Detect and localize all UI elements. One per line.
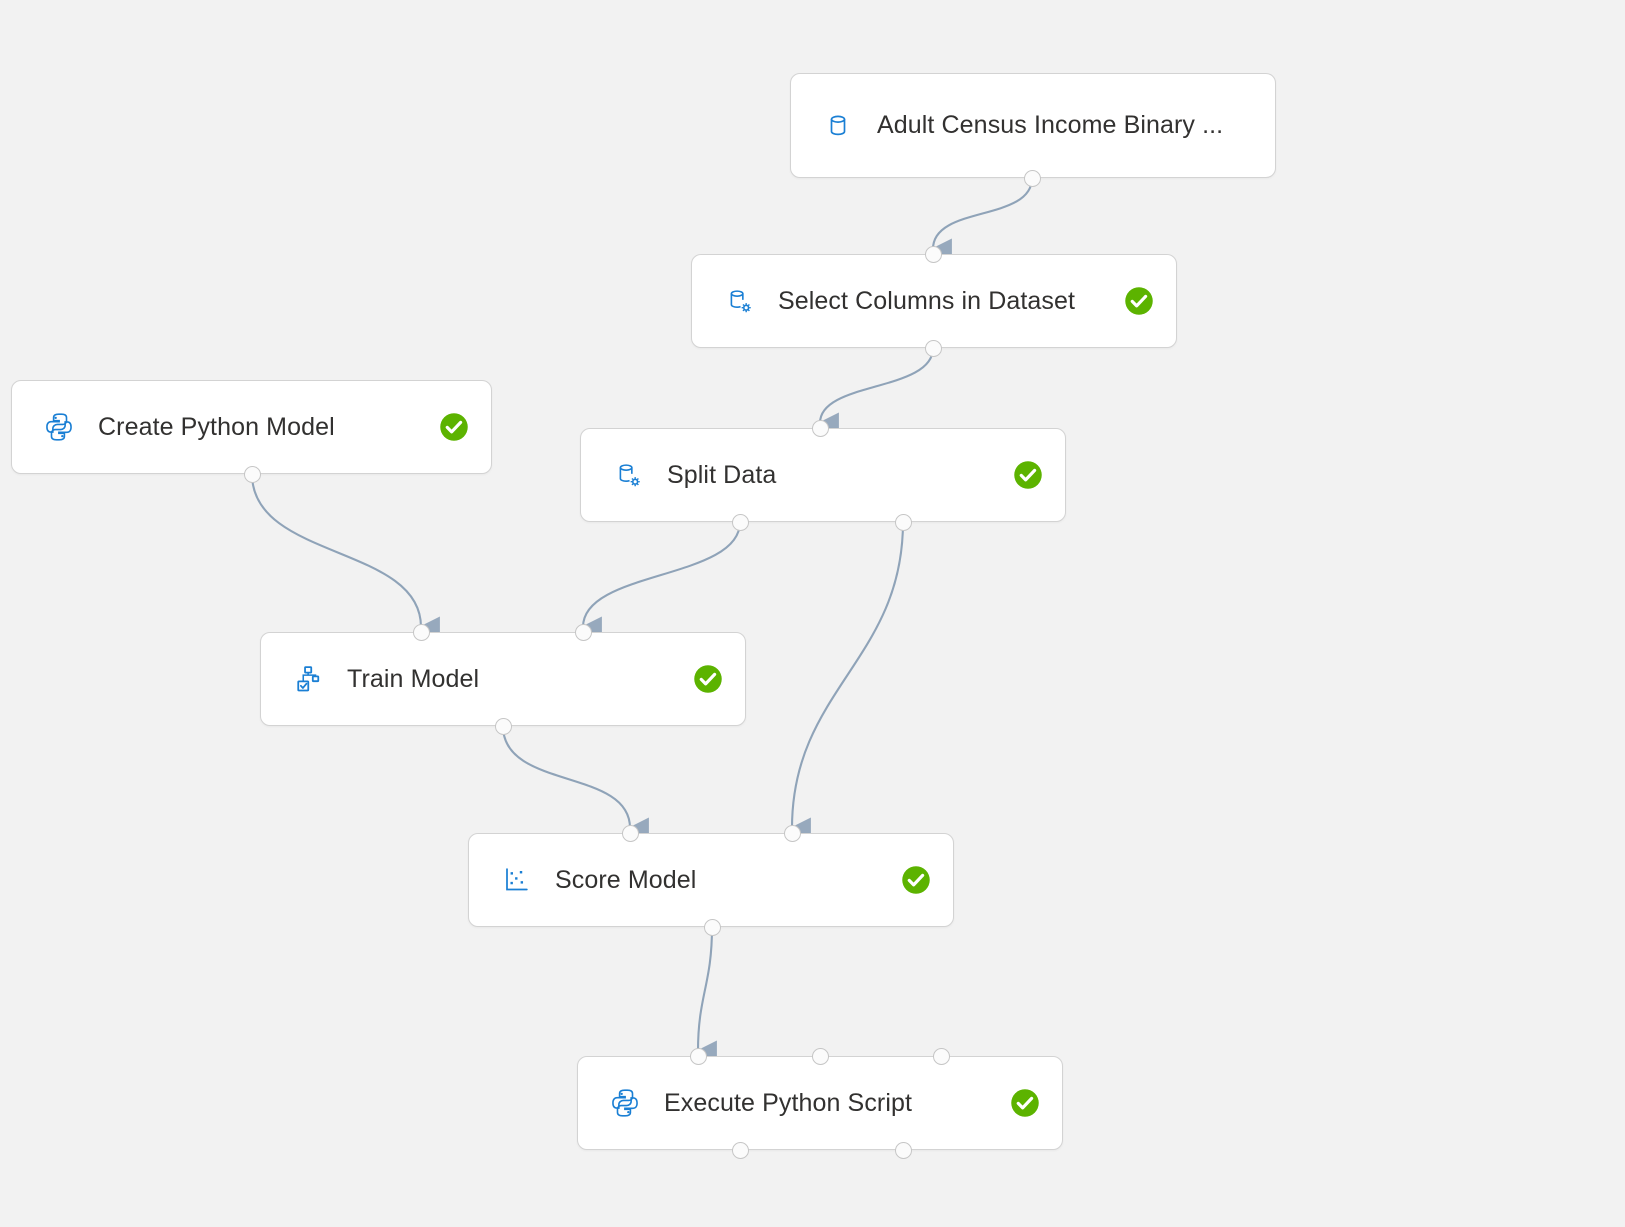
scatter-plot-icon (499, 863, 533, 897)
node-execute-python-script[interactable]: Execute Python Script (577, 1056, 1063, 1150)
node-split-data[interactable]: Split Data (580, 428, 1066, 522)
output-port-train-model-0[interactable] (494, 717, 512, 735)
node-title: Execute Python Script (664, 1088, 913, 1117)
edge-score-model-to-execute-python-script[interactable] (695, 926, 717, 1062)
node-adult-census-income-binary[interactable]: Adult Census Income Binary ... (790, 73, 1276, 178)
edge-split-data-to-train-model[interactable] (580, 521, 742, 638)
output-port-create-python-model-0[interactable] (243, 465, 261, 483)
python-icon (42, 410, 76, 444)
status-badge-completed (1013, 460, 1043, 490)
status-badge-completed (1124, 286, 1154, 316)
node-create-python-model[interactable]: Create Python Model (11, 380, 492, 474)
edge-split-data-to-score-model[interactable] (789, 521, 905, 839)
edge-adult-census-income-binary-to-select-columns-in-dataset[interactable] (930, 177, 1034, 260)
node-train-model[interactable]: Train Model (260, 632, 746, 726)
train-model-icon (291, 662, 325, 696)
python-icon (608, 1086, 642, 1120)
input-port-execute-python-script-0[interactable] (689, 1047, 707, 1065)
input-port-score-model-0[interactable] (621, 824, 639, 842)
output-port-split-data-0[interactable] (731, 513, 749, 531)
node-title: Create Python Model (98, 412, 335, 441)
node-title: Split Data (667, 460, 777, 489)
node-title: Adult Census Income Binary ... (877, 111, 1224, 139)
output-port-select-columns-in-dataset-0[interactable] (924, 339, 942, 357)
edge-create-python-model-to-train-model[interactable] (250, 473, 440, 638)
database-gear-icon (611, 458, 645, 492)
edge-select-columns-in-dataset-to-split-data[interactable] (817, 347, 935, 434)
status-badge-completed (901, 865, 931, 895)
output-port-adult-census-income-binary-0[interactable] (1023, 169, 1041, 187)
output-port-execute-python-script-0[interactable] (731, 1141, 749, 1159)
edge-train-model-to-score-model[interactable] (501, 725, 649, 839)
input-port-select-columns-in-dataset-0[interactable] (924, 245, 942, 263)
input-port-train-model-1[interactable] (574, 623, 592, 641)
node-title: Select Columns in Dataset (778, 286, 1076, 315)
input-port-execute-python-script-1[interactable] (811, 1047, 829, 1065)
input-port-execute-python-script-2[interactable] (932, 1047, 950, 1065)
status-badge-completed (439, 412, 469, 442)
input-port-split-data-0[interactable] (811, 419, 829, 437)
input-port-score-model-1[interactable] (783, 824, 801, 842)
node-title: Train Model (347, 664, 480, 693)
status-badge-completed (693, 664, 723, 694)
output-port-split-data-1[interactable] (894, 513, 912, 531)
output-port-execute-python-script-1[interactable] (894, 1141, 912, 1159)
node-select-columns-in-dataset[interactable]: Select Columns in Dataset (691, 254, 1177, 348)
database-gear-icon (722, 284, 756, 318)
status-badge-completed (1010, 1088, 1040, 1118)
node-title: Score Model (555, 865, 697, 894)
database-icon (821, 109, 855, 143)
node-score-model[interactable]: Score Model (468, 833, 954, 927)
input-port-train-model-0[interactable] (412, 623, 430, 641)
output-port-score-model-0[interactable] (703, 918, 721, 936)
